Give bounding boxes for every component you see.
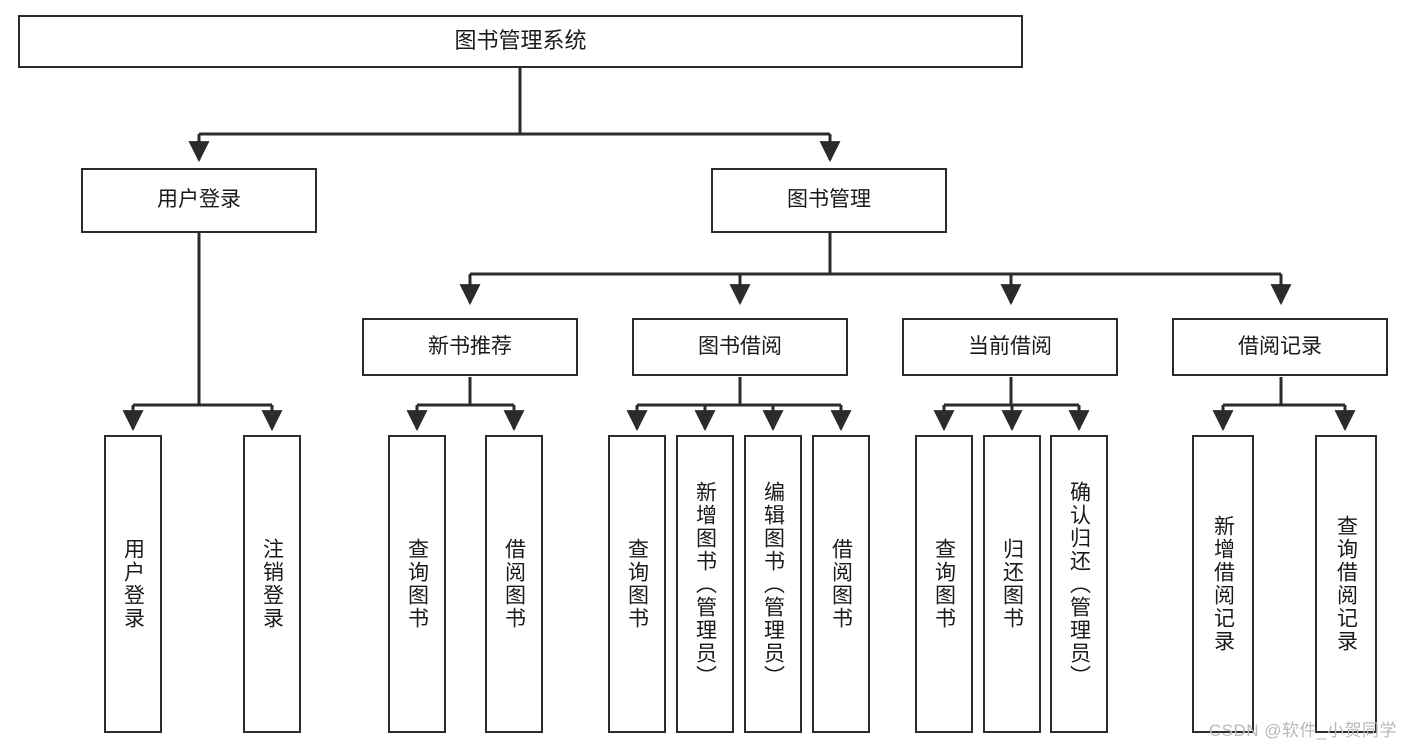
node-label: 确认归还（管理员） [1067,480,1091,688]
node-label: 查询图书 [932,538,956,630]
leaf-query-borrow-record[interactable]: 查询借阅记录 [1315,435,1377,733]
leaf-logout[interactable]: 注销登录 [243,435,301,733]
leaf-borrow-book-new[interactable]: 借阅图书 [485,435,543,733]
node-label: 当前借阅 [968,334,1052,358]
node-user-login[interactable]: 用户登录 [81,168,317,233]
leaf-borrow-book[interactable]: 借阅图书 [812,435,870,733]
leaf-query-book-current[interactable]: 查询图书 [915,435,973,733]
node-label: 借阅记录 [1238,334,1322,358]
leaf-confirm-return-admin[interactable]: 确认归还（管理员） [1050,435,1108,733]
node-label: 图书借阅 [698,334,782,358]
leaf-add-book-admin[interactable]: 新增图书（管理员） [676,435,734,733]
node-root-system[interactable]: 图书管理系统 [18,15,1023,68]
node-label: 图书管理 [787,188,871,212]
node-current-borrow[interactable]: 当前借阅 [902,318,1118,376]
node-label: 借阅图书 [829,538,853,630]
node-label: 查询借阅记录 [1334,515,1358,653]
node-label: 查询图书 [625,538,649,630]
node-label: 新书推荐 [428,334,512,358]
node-label: 新增借阅记录 [1211,515,1235,653]
leaf-edit-book-admin[interactable]: 编辑图书（管理员） [744,435,802,733]
node-new-book-recommend[interactable]: 新书推荐 [362,318,578,376]
node-label: 用户登录 [121,538,145,630]
node-label: 图书管理系统 [454,28,587,54]
leaf-query-book-new[interactable]: 查询图书 [388,435,446,733]
node-book-borrow[interactable]: 图书借阅 [632,318,848,376]
leaf-query-book-borrow[interactable]: 查询图书 [608,435,666,733]
node-borrow-record[interactable]: 借阅记录 [1172,318,1388,376]
node-label: 编辑图书（管理员） [761,480,785,688]
leaf-add-borrow-record[interactable]: 新增借阅记录 [1192,435,1254,733]
node-label: 注销登录 [260,538,284,630]
node-label: 新增图书（管理员） [693,480,717,688]
leaf-return-book[interactable]: 归还图书 [983,435,1041,733]
node-book-management[interactable]: 图书管理 [711,168,947,233]
node-label: 查询图书 [405,538,429,630]
node-label: 归还图书 [1000,538,1024,630]
leaf-user-login[interactable]: 用户登录 [104,435,162,733]
csdn-watermark: CSDN @软件_小贺同学 [1208,721,1397,740]
node-label: 用户登录 [157,188,241,212]
node-label: 借阅图书 [502,538,526,630]
